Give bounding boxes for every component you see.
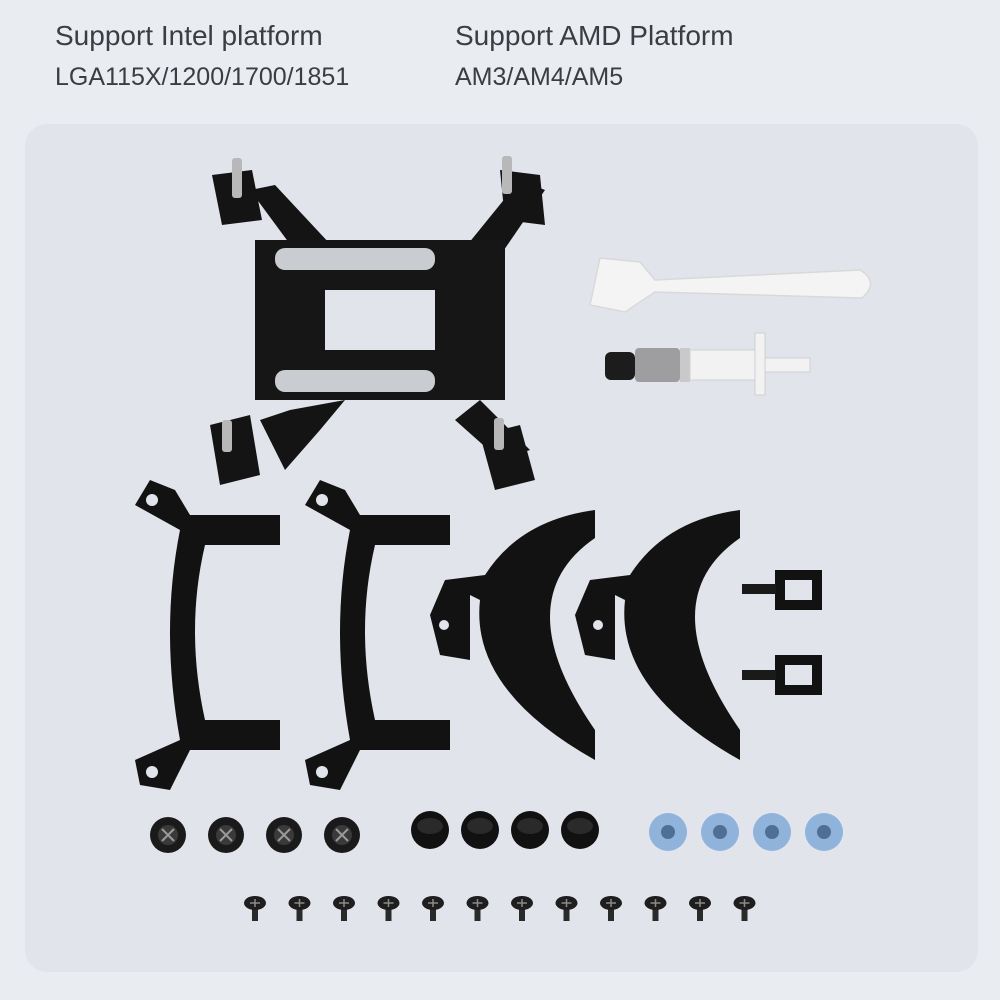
blue-spacer (701, 813, 739, 851)
intel-backplate (210, 156, 545, 490)
small-screw (555, 896, 578, 921)
thermal-spatula (589, 257, 872, 313)
black-standoff (150, 817, 186, 853)
amd-standoff-bottom (742, 655, 822, 695)
small-screw (377, 896, 400, 921)
intel-bracket-left (135, 480, 280, 790)
backplate-bolts (222, 156, 512, 452)
intel-support-block: Support Intel platform LGA115X/1200/1700… (55, 18, 349, 94)
black-standoff (324, 817, 360, 853)
small-screw (466, 896, 489, 921)
intel-sockets: LGA115X/1200/1700/1851 (55, 63, 350, 91)
black-standoff (208, 817, 244, 853)
thermal-paste-syringe (605, 332, 811, 396)
round-nut (461, 811, 499, 849)
round-nut (511, 811, 549, 849)
backplate-top-pad (275, 248, 435, 270)
amd-sockets: AM3/AM4/AM5 (455, 63, 624, 91)
small-screw (644, 896, 667, 921)
small-screw (288, 896, 311, 921)
small-screws-row (244, 896, 756, 921)
blue-spacer (753, 813, 791, 851)
parts-photo-panel (25, 124, 978, 972)
amd-bracket-right (575, 510, 740, 760)
small-screw (733, 896, 756, 921)
backplate-frame (255, 240, 505, 400)
small-screw (333, 896, 355, 921)
intel-bracket-right (305, 480, 450, 790)
round-nut (411, 811, 449, 849)
amd-support-block: Support AMD Platform AM3/AM4/AM5 (455, 18, 734, 94)
backplate-bottom-pad (275, 370, 435, 392)
amd-standoff-top (742, 570, 822, 610)
header: Support Intel platform LGA115X/1200/1700… (0, 18, 1000, 108)
black-standoff (266, 817, 302, 853)
small-screw (689, 896, 711, 921)
amd-bracket-left (430, 510, 595, 760)
small-screw (511, 896, 533, 921)
blue-spacer (649, 813, 687, 851)
blue-spacer (805, 813, 843, 851)
round-parts-row (150, 811, 843, 853)
intel-title: Support Intel platform (55, 20, 323, 51)
small-screw (244, 896, 266, 921)
round-nut (561, 811, 599, 849)
amd-title: Support AMD Platform (455, 20, 734, 51)
small-screw (600, 896, 622, 921)
mounting-kit-illustration (135, 156, 872, 921)
small-screw (422, 896, 444, 921)
